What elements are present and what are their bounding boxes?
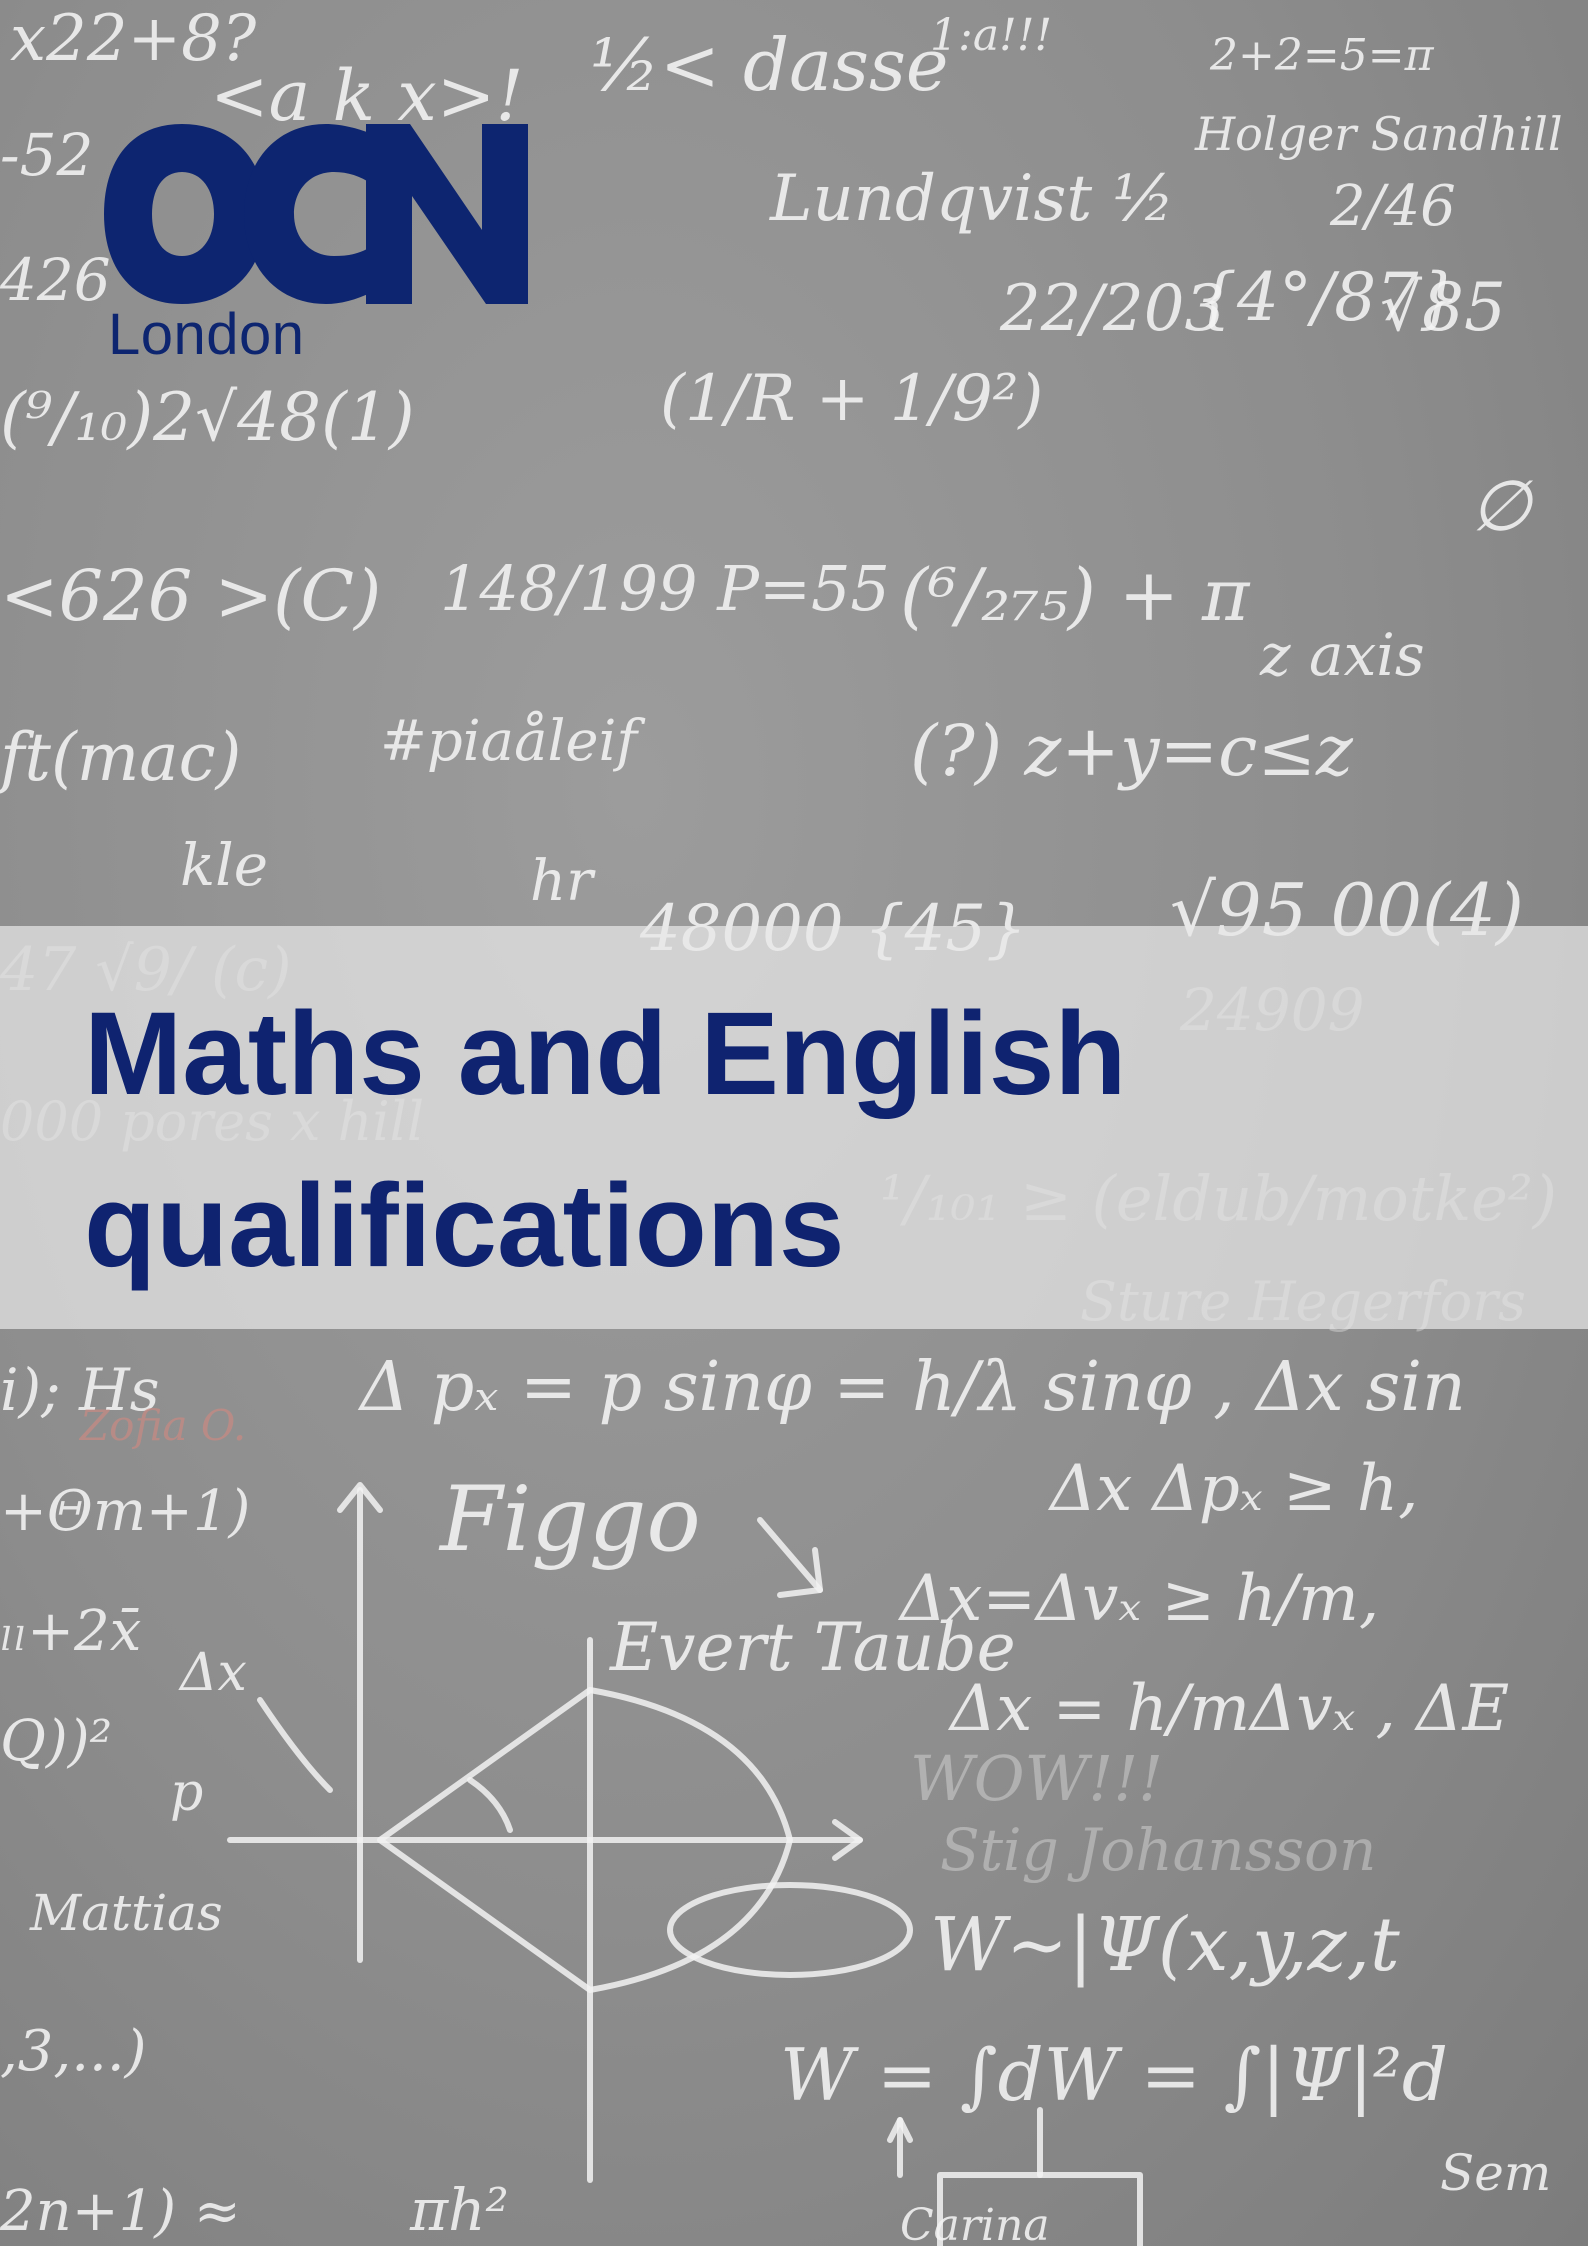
- ocn-logo-mark: [104, 124, 528, 304]
- svg-text:1:a!!!: 1:a!!!: [930, 10, 1052, 61]
- svg-text:ft(mac): ft(mac): [0, 719, 241, 796]
- svg-text:hr: hr: [530, 849, 596, 914]
- svg-text:Δ pₓ = p sinφ = h/λ sinφ , Δx: Δ pₓ = p sinφ = h/λ sinφ , Δx sin: [357, 1348, 1466, 1427]
- svg-text:426: 426: [0, 246, 111, 314]
- svg-text:Mattias: Mattias: [29, 1884, 223, 1942]
- svg-text:{4°/87}: {4°/87}: [1195, 259, 1460, 336]
- svg-text:∅: ∅: [1470, 465, 1534, 547]
- svg-text:Δx Δpₓ ≥ h,: Δx Δpₓ ≥ h,: [1047, 1452, 1418, 1526]
- svg-text:z axis: z axis: [1259, 621, 1425, 689]
- svg-text:2/46: 2/46: [1329, 174, 1456, 239]
- svg-text:Lundqvist ½: Lundqvist ½: [769, 162, 1174, 236]
- svg-text:W~|Ψ(x,y,z,t: W~|Ψ(x,y,z,t: [930, 1902, 1400, 1988]
- title-line-2: qualifications: [84, 1160, 845, 1292]
- svg-text:½< dasse: ½< dasse: [590, 23, 949, 107]
- svg-text:W = ∫dW = ∫|Ψ|²d: W = ∫dW = ∫|Ψ|²d: [780, 2033, 1448, 2117]
- document-title: Maths and English qualifications: [84, 968, 1504, 1312]
- title-line-1: Maths and English: [84, 988, 1127, 1120]
- svg-text:,3,...): ,3,...): [0, 2019, 146, 2084]
- svg-text:i); Hs: i); Hs: [0, 1356, 160, 1424]
- logo-city-text: London: [108, 302, 305, 367]
- ocn-london-logo: London: [104, 124, 534, 364]
- svg-text:2+2=5=π: 2+2=5=π: [1209, 30, 1435, 81]
- svg-text:Δx: Δx: [178, 1643, 247, 1703]
- svg-text:+Θm+1): +Θm+1): [0, 1479, 250, 1544]
- svg-text:2n+1) ≈: 2n+1) ≈: [0, 2179, 241, 2244]
- svg-text:Stig Johansson: Stig Johansson: [940, 1816, 1376, 1884]
- svg-text:Sem: Sem: [1440, 2144, 1551, 2202]
- svg-text:√85: √85: [1380, 269, 1506, 346]
- svg-text:<626 >(C): <626 >(C): [0, 555, 381, 637]
- svg-text:Δx = h/mΔvₓ , ΔE: Δx = h/mΔvₓ , ΔE: [947, 1672, 1509, 1746]
- svg-text:p: p: [170, 1763, 203, 1823]
- svg-text:(?) z+y=c≤z: (?) z+y=c≤z: [910, 710, 1354, 792]
- svg-text:kle: kle: [180, 831, 268, 899]
- svg-text:Holger Sandhill: Holger Sandhill: [1194, 107, 1563, 161]
- svg-text:(⁶/₂₇₅) + π: (⁶/₂₇₅) + π: [900, 553, 1251, 637]
- svg-text:Carina: Carina: [900, 2200, 1050, 2246]
- svg-text:Zofia O.: Zofia O.: [78, 1401, 246, 1450]
- svg-text:(⁹/₁₀)2√48(1): (⁹/₁₀)2√48(1): [0, 379, 415, 456]
- svg-text:πh²: πh²: [409, 2176, 509, 2244]
- svg-text:ₗₗ+2x̄: ₗₗ+2x̄: [0, 1599, 141, 1664]
- svg-text:WOW!!!: WOW!!!: [910, 1742, 1163, 1815]
- title-band: [0, 926, 1588, 1329]
- svg-text:Evert Taube: Evert Taube: [609, 1609, 1016, 1686]
- svg-text:Q))²: Q))²: [0, 1709, 112, 1774]
- svg-text:x22+8?: x22+8?: [10, 2, 257, 76]
- svg-text:Δx=Δvₓ ≥ h/m,: Δx=Δvₓ ≥ h/m,: [897, 1562, 1379, 1636]
- svg-text:22/203: 22/203: [999, 272, 1225, 346]
- svg-text:<a k x>!: <a k x>!: [210, 55, 524, 137]
- svg-text:(1/R + 1/9²): (1/R + 1/9²): [660, 362, 1043, 436]
- svg-text:-52: -52: [0, 121, 93, 189]
- svg-text:#piaåleif: #piaåleif: [380, 709, 646, 774]
- svg-text:148/199 P=55: 148/199 P=55: [440, 552, 890, 625]
- svg-text:Figgo: Figgo: [438, 1467, 701, 1572]
